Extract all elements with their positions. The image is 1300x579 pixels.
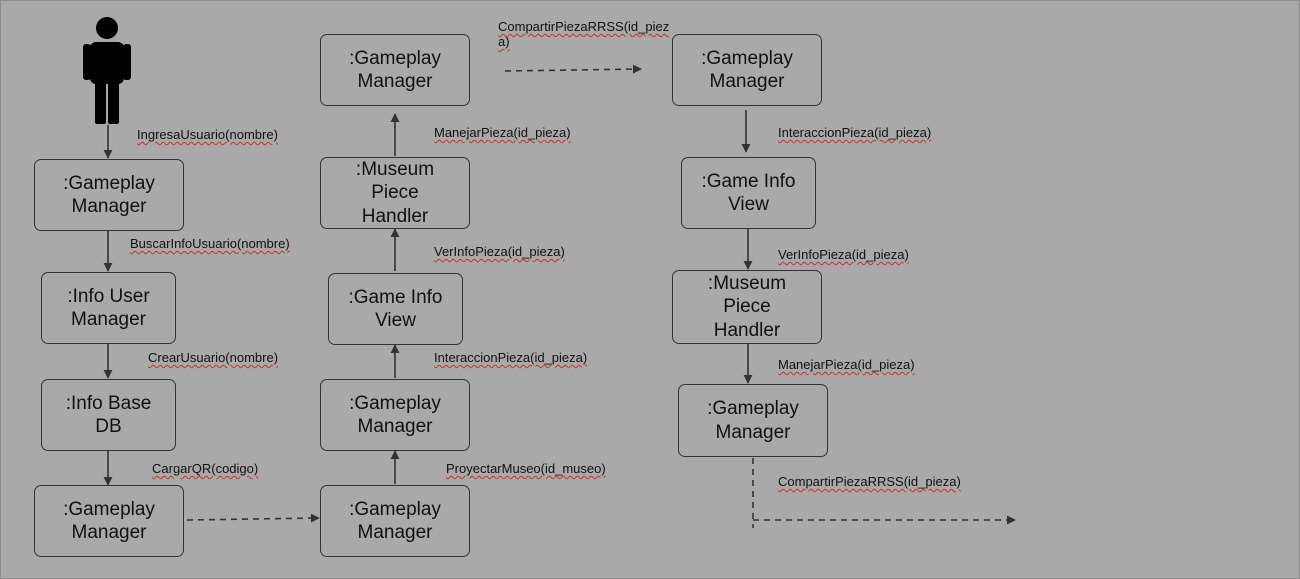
dashed-arrow-col2-col3 [504, 64, 642, 74]
dashed-arrow-col1-col2 [186, 513, 320, 523]
label-interaccion-pieza-1: InteraccionPieza(id_pieza) [434, 350, 588, 365]
box-gameplay-manager-2[interactable]: :Gameplay Manager [34, 485, 184, 557]
actor-icon [83, 17, 131, 124]
box-game-info-view-1[interactable]: :Game Info View [328, 273, 463, 345]
label-ver-info-pieza-1: VerInfoPieza(id_pieza) [434, 244, 565, 259]
box-museum-piece-handler-2[interactable]: :Museum Piece Handler [672, 270, 822, 344]
box-gameplay-manager-3[interactable]: :Gameplay Manager [320, 485, 470, 557]
label-crear-usuario: CrearUsuario(nombre) [148, 350, 279, 365]
label-proyectar-museo: ProyectarMuseo(id_museo) [446, 461, 606, 476]
label-buscar-info-usuario: BuscarInfoUsuario(nombre) [130, 236, 290, 251]
box-gameplay-manager-7[interactable]: :Gameplay Manager [678, 384, 828, 457]
label-ver-info-pieza-2: VerInfoPieza(id_pieza) [778, 247, 909, 262]
box-museum-piece-handler-1[interactable]: :Museum Piece Handler [320, 157, 470, 229]
box-gameplay-manager-1[interactable]: :Gameplay Manager [34, 159, 184, 231]
label-compartir-pieza-rrss-2: CompartirPiezaRRSS(id_pieza) [778, 474, 961, 489]
label-manejar-pieza-1: ManejarPieza(id_pieza) [434, 125, 571, 140]
box-gameplay-manager-4[interactable]: :Gameplay Manager [320, 379, 470, 451]
box-game-info-view-2[interactable]: :Game Info View [681, 157, 816, 229]
box-info-base-db[interactable]: :Info Base DB [41, 379, 176, 451]
label-interaccion-pieza-2: InteraccionPieza(id_pieza) [778, 125, 932, 140]
box-gameplay-manager-6[interactable]: :Gameplay Manager [672, 34, 822, 106]
label-cargar-qr: CargarQR(codigo) [152, 461, 259, 476]
label-ingresa-usuario: IngresaUsuario(nombre) [137, 127, 278, 142]
label-manejar-pieza-2: ManejarPieza(id_pieza) [778, 357, 915, 372]
label-compartir-pieza-rrss-1: CompartirPiezaRRSS(id_pieza) [498, 19, 670, 49]
box-info-user-manager[interactable]: :Info User Manager [41, 272, 176, 344]
box-gameplay-manager-5[interactable]: :Gameplay Manager [320, 34, 470, 106]
